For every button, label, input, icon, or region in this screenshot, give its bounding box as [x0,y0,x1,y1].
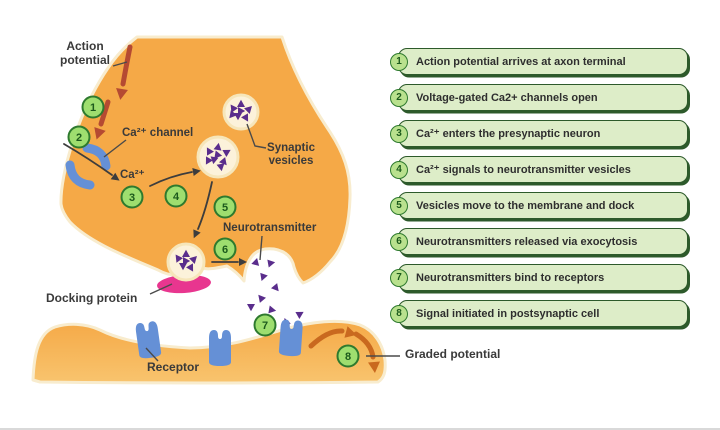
step-marker-6: 6 [213,237,237,261]
ca-entry-arrow [63,143,122,184]
exocytosis-arrow [211,258,247,266]
synapse-diagram: 1 2 3 4 5 6 7 [31,35,400,385]
step-marker-7: 7 [253,313,277,337]
step-marker-4: 4 [164,184,188,208]
ca-ion-label: Ca²⁺ [120,169,145,181]
docking-protein [157,274,211,294]
step-label: Action potential arrives at axon termina… [398,48,688,75]
graded-potential-label: Graded potential [405,347,501,361]
step-marker-8: 8 [336,344,360,368]
ca-channel-label: Ca²⁺ channel [122,127,194,139]
svg-text:4: 4 [173,191,180,203]
step-item: 7 Neurotransmitters bind to receptors [390,264,690,291]
ca-signal-arrow [149,166,202,187]
step-number-badge: 6 [390,232,408,251]
step-marker-2: 2 [67,125,91,149]
step-item: 2 Voltage-gated Ca2+ channels open [390,84,690,111]
docking-protein-label: Docking protein [46,291,138,305]
step-label: Ca²⁺ signals to neurotransmitter vesicle… [398,156,688,183]
receptor-icon [278,319,304,357]
action-potential-arrow [90,44,133,142]
step-item: 3 Ca²⁺ enters the presynaptic neuron [390,120,690,147]
step-item: 8 Signal initiated in postsynaptic cell [390,300,690,327]
svg-text:2: 2 [76,132,82,144]
vesicle-move-arrow [190,181,213,240]
neurotransmitter-label: Neurotransmitter [223,222,317,234]
step-list: 1 Action potential arrives at axon termi… [390,48,690,336]
step-item: 6 Neurotransmitters released via exocyto… [390,228,690,255]
step-item: 5 Vesicles move to the membrane and dock [390,192,690,219]
synaptic-vesicles-label: Synaptic vesicles [267,142,315,168]
synaptic-vesicle [222,93,260,131]
step-label: Neurotransmitters released via exocytosi… [398,228,688,255]
step-number-badge: 1 [390,52,408,71]
step-label: Ca²⁺ enters the presynaptic neuron [398,120,688,147]
step-label: Neurotransmitters bind to receptors [398,264,688,291]
step-marker-1: 1 [81,95,105,119]
svg-text:8: 8 [345,351,351,363]
image-bottom-border [0,428,720,430]
svg-text:7: 7 [262,320,268,332]
step-number-badge: 3 [390,124,408,143]
step-number-badge: 8 [390,304,408,323]
step-marker-5: 5 [213,195,237,219]
step-marker-3: 3 [120,185,144,209]
svg-text:3: 3 [129,192,135,204]
step-number-badge: 2 [390,88,408,107]
receptor-icon [209,330,231,366]
step-label: Vesicles move to the membrane and dock [398,192,688,219]
step-label: Voltage-gated Ca2+ channels open [398,84,688,111]
svg-text:5: 5 [222,202,228,214]
step-number-badge: 4 [390,160,408,179]
calcium-channel-icon [65,143,111,190]
step-item: 1 Action potential arrives at axon termi… [390,48,690,75]
diagram-step-markers: 1 2 3 4 5 6 7 [67,95,360,368]
step-item: 4 Ca²⁺ signals to neurotransmitter vesic… [390,156,690,183]
svg-text:6: 6 [222,244,228,256]
label-pointer-lines [103,61,400,362]
docked-vesicle [166,242,206,282]
step-label: Signal initiated in postsynaptic cell [398,300,688,327]
action-potential-label: Action potential [60,39,110,67]
synaptic-vesicle [196,135,240,179]
graded-potential-arrow [308,326,381,374]
step-number-badge: 7 [390,268,408,287]
receptor-label: Receptor [147,360,200,374]
svg-text:1: 1 [90,102,96,114]
step-number-badge: 5 [390,196,408,215]
